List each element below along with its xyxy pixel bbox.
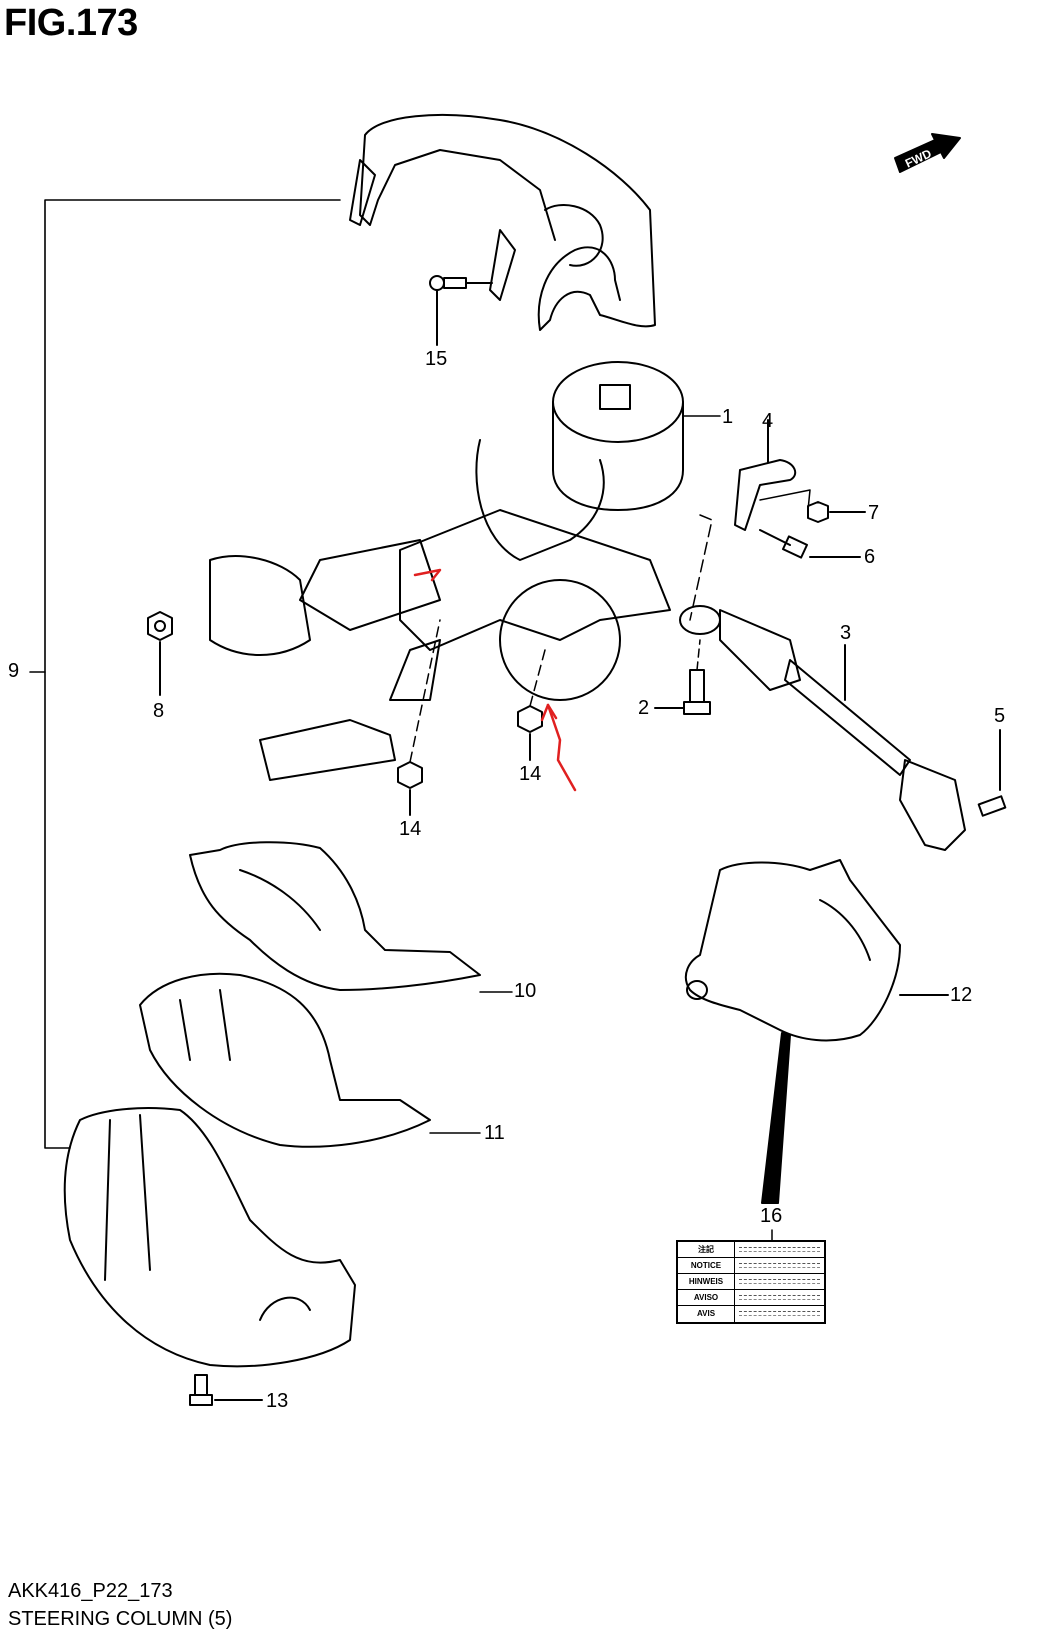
bolt-5 [977,729,1007,817]
callout-4: 4 [762,410,774,432]
notice-label-row: HINWEIS [678,1274,824,1290]
screw-13 [189,1374,263,1406]
lower-column-cover [63,1107,356,1368]
figure-caption: STEERING COLUMN (5) [8,1608,233,1630]
callout-6: 6 [864,546,876,568]
bolt-6 [759,529,861,559]
callout-9: 9 [8,660,20,682]
callout-16: 16 [760,1205,783,1227]
group-9-bracket [29,199,341,1149]
svg-text:FWD: FWD [903,146,934,170]
callout-5: 5 [994,705,1006,727]
screw-15 [429,275,493,346]
label-pointer [761,1032,791,1204]
figure-code: AKK416_P22_173 [8,1580,173,1602]
figure-title: FIG.173 [4,2,138,44]
upper-column-cover [349,114,656,331]
nut-8 [147,611,173,696]
bracket-4 [689,419,811,621]
nut-7 [807,501,866,523]
notice-label: 注記 NOTICE HINWEIS AVISO AVIS [676,1240,826,1324]
intermediate-shaft-3 [679,605,966,851]
callout-1: 1 [722,406,734,428]
lower-cover-11 [139,972,431,1148]
callout-15: 15 [425,348,448,370]
nut-14-right [517,649,546,761]
callout-12: 12 [950,984,973,1006]
callout-14-right: 14 [519,763,542,785]
callout-3: 3 [840,622,852,644]
steering-column-assembly [209,361,684,781]
callout-8: 8 [153,700,165,722]
annotation-arrows [413,568,577,792]
fwd-arrow-icon: FWD [894,133,961,173]
lower-cover-10 [189,841,481,991]
nut-14-left [397,619,441,816]
notice-label-row: 注記 [678,1242,824,1258]
leader-lines [429,415,721,1134]
callout-10: 10 [514,980,537,1002]
notice-label-row: NOTICE [678,1258,824,1274]
callout-11: 11 [484,1122,505,1144]
callout-7: 7 [868,502,880,524]
callout-2: 2 [638,697,650,719]
bolt-2 [654,639,711,715]
callout-13: 13 [266,1390,289,1412]
notice-label-row: AVISO [678,1290,824,1306]
callout-14-left: 14 [399,818,422,840]
notice-label-row: AVIS [678,1306,824,1322]
shaft-cover-12 [684,859,949,1042]
